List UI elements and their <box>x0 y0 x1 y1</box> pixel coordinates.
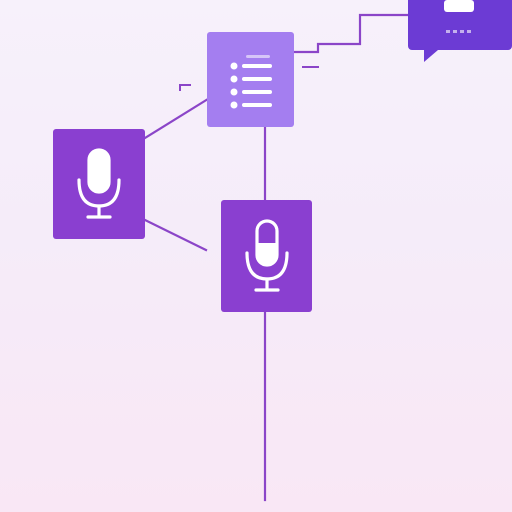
microphone-icon <box>239 215 295 297</box>
chat-node[interactable] <box>408 0 512 50</box>
list-node[interactable] <box>207 32 294 127</box>
microphone-icon <box>71 144 127 224</box>
edge-list-to-left-mic <box>143 97 210 140</box>
edge-list-to-chat <box>293 13 410 54</box>
list-icon <box>221 45 281 115</box>
edge-left-mic-to-center-mic <box>143 218 208 252</box>
edge-stub-left <box>179 84 191 91</box>
mic-node-left[interactable] <box>53 129 145 239</box>
mic-node-center[interactable] <box>221 200 312 312</box>
chat-bubble-icon <box>408 0 512 50</box>
